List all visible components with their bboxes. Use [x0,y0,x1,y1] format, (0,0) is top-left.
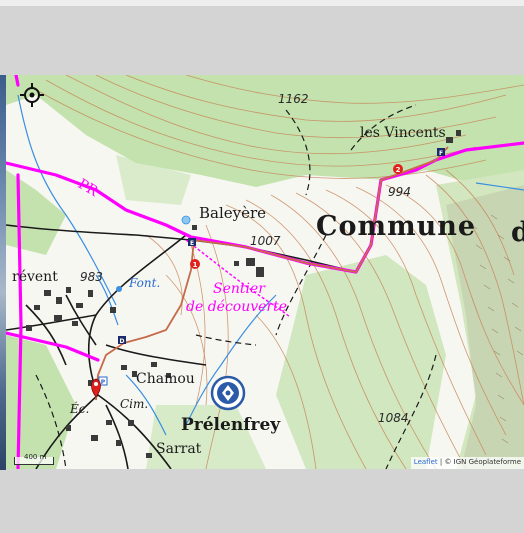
start-pin-icon[interactable] [91,378,101,398]
elevation-994: 994 [388,185,411,199]
discovery-trail [185,239,291,318]
label-pr: PR [75,176,101,200]
label-sarrat: Sarrat [156,441,202,457]
label-font: Font. [128,276,160,290]
label-revent: révent [12,269,58,285]
svg-text:D: D [120,338,125,345]
svg-text:1: 1 [193,261,198,269]
scale-bar-label: 400 m [24,453,47,461]
relief-shading [446,185,524,469]
leaflet-link[interactable]: Leaflet [413,458,438,466]
label-sentier: Sentier [213,281,266,297]
svg-text:2: 2 [396,166,401,174]
waypoint-one[interactable]: 1 [190,259,200,269]
elevation-1084: 1084 [378,411,409,425]
label-decouverte: de découverte [186,299,287,315]
buildings [26,130,461,458]
waypoint-two[interactable]: 2 [393,164,403,174]
svg-text:E: E [190,240,194,247]
label-cim: Cim. [120,397,148,411]
svg-text:P: P [101,379,106,386]
svg-text:F: F [439,150,443,157]
top-bar [0,0,524,6]
label-chamou: Chamou [136,371,195,387]
waypoint-e[interactable]: E [188,238,196,247]
label-baleyere: Baleyère [199,204,266,222]
locate-crosshair-icon [20,83,44,107]
label-ec: Éc. [69,401,89,416]
label-commune-cut: d [511,217,524,248]
waypoint-d[interactable]: D [118,336,126,345]
elevation-1162: 1162 [278,92,309,106]
national-park-icon [210,375,246,411]
label-prelenfrey: Prélenfrey [181,415,281,435]
scale-bar-line [14,457,54,465]
contour-lines [30,75,524,469]
scale-bar: 400 m [14,453,56,465]
cliff-hatching [470,214,524,444]
elevation-1007: 1007 [250,234,281,248]
waypoint-f[interactable]: F [437,148,445,157]
label-commune: Commune [316,211,476,242]
map-attribution: Leaflet | © IGN Géoplateforme [410,457,524,469]
spring-icon [181,215,191,225]
label-les-vincents: les Vincents [360,125,446,141]
fountain-icon [116,286,122,292]
locate-button[interactable] [20,83,44,107]
elevation-983: 983 [80,270,103,284]
attribution-text: | © IGN Géoplateforme [437,458,521,466]
topographic-map[interactable]: 1 2 E F D P [6,75,524,469]
background-photo-strip [0,75,6,470]
streams [17,94,524,436]
dashed-paths [35,104,437,469]
